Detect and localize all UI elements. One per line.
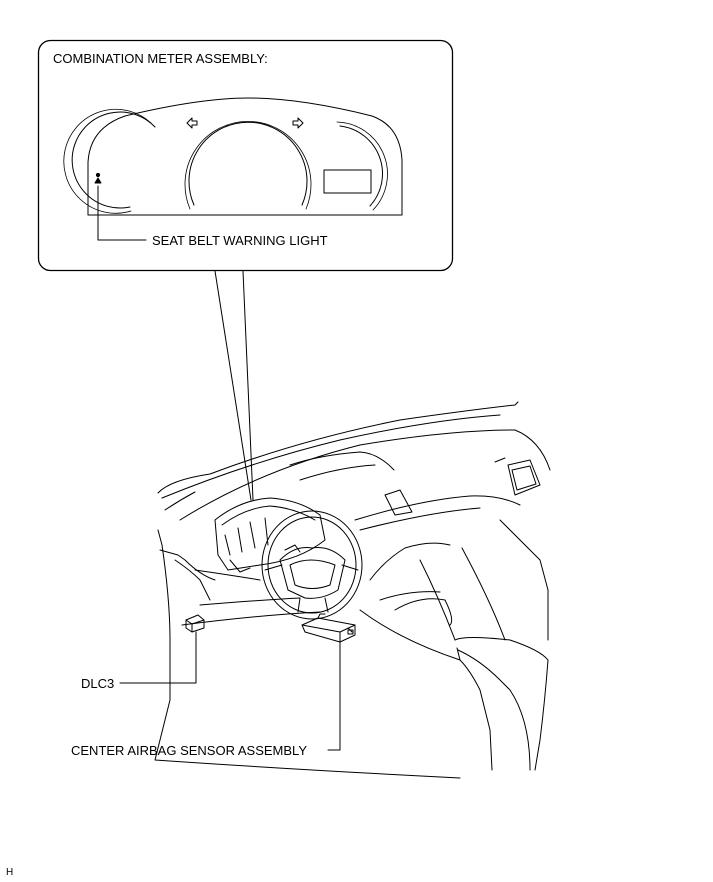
center-airbag-sensor: [301, 613, 356, 643]
right-gauge-arc: [339, 125, 383, 207]
dlc3-label: DLC3: [81, 676, 115, 691]
meter-outline: [87, 97, 403, 216]
instrument-cluster: [214, 497, 326, 573]
seat-belt-leader: [97, 185, 147, 241]
dashboard-illustration: [154, 401, 551, 779]
callout-frame: [37, 39, 454, 272]
seat-belt-warning-label: SEAT BELT WARNING LIGHT: [152, 233, 328, 248]
airbag-sensor-label: CENTER AIRBAG SENSOR ASSEMBLY: [71, 743, 307, 758]
left-gauge-arc: [71, 111, 156, 209]
airbag-sensor-leader: [327, 641, 341, 751]
speedometer-arc: [188, 121, 308, 206]
seat-belt-warning-icon: [94, 172, 102, 184]
right-turn-arrow-icon: [292, 117, 304, 129]
corner-mark: H: [6, 867, 14, 878]
steering-wheel: [261, 510, 363, 620]
dlc3-connector: [185, 614, 205, 633]
dlc3-leader: [119, 631, 197, 684]
callout-title: COMBINATION METER ASSEMBLY:: [53, 51, 268, 66]
info-display: [323, 169, 372, 194]
left-turn-arrow-icon: [186, 117, 198, 129]
combination-meter-callout: [37, 39, 454, 501]
